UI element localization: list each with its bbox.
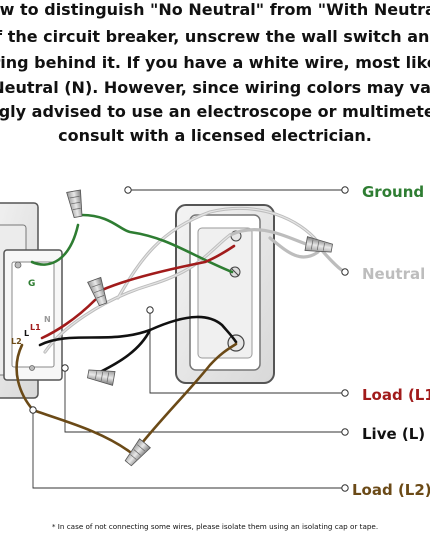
wire-nut-live	[87, 369, 116, 386]
live-label: Live (L)	[362, 425, 425, 443]
label-leaders	[32, 189, 345, 489]
live-wire	[38, 315, 238, 374]
instructions-line-5: ngly advised to use an electroscope or m…	[0, 102, 430, 121]
ground-wire	[30, 213, 234, 274]
connection-points	[29, 186, 349, 492]
load-l2-label: Load (L2)	[352, 481, 430, 499]
terminal-l-label: L	[24, 329, 29, 338]
neutral-label: Neutral (	[362, 265, 430, 283]
terminal-l1-label: L1	[30, 323, 41, 332]
wire-nut-load-l1	[87, 276, 108, 307]
load-l2-wire	[15, 342, 238, 454]
load-l1-label: Load (L1	[362, 386, 430, 404]
terminal-n-label: N	[44, 315, 51, 324]
ground-label: Ground (	[362, 183, 430, 201]
instructions-line-6: consult with a licensed electrician.	[58, 126, 372, 145]
electrical-box	[175, 204, 275, 384]
instructions-line-3: iring behind it. If you have a white wir…	[0, 53, 430, 72]
footnote: * In case of not connecting some wires, …	[51, 522, 379, 531]
terminal-l2-label: L2	[11, 337, 22, 346]
instructions-line-1: ow to distinguish "No Neutral" from "Wit…	[0, 0, 430, 19]
instructions-line-4: Neutral (N). However, since wiring color…	[0, 78, 430, 97]
load-l1-wire	[40, 244, 236, 340]
terminal-g-label: G	[28, 279, 35, 289]
wire-nut-neutral	[304, 236, 333, 253]
instructions-text: ow to distinguish "No Neutral" from "Wit…	[0, 0, 430, 150]
wall-switch	[0, 202, 63, 399]
wire-nut-ground	[66, 189, 83, 218]
instructions-line-2: ff the circuit breaker, unscrew the wall…	[0, 27, 430, 46]
wiring-diagram: G L1 L N L2 Ground ( Neutral ( Load (L1 …	[0, 183, 430, 499]
wire-nut-load-l2	[124, 438, 151, 467]
